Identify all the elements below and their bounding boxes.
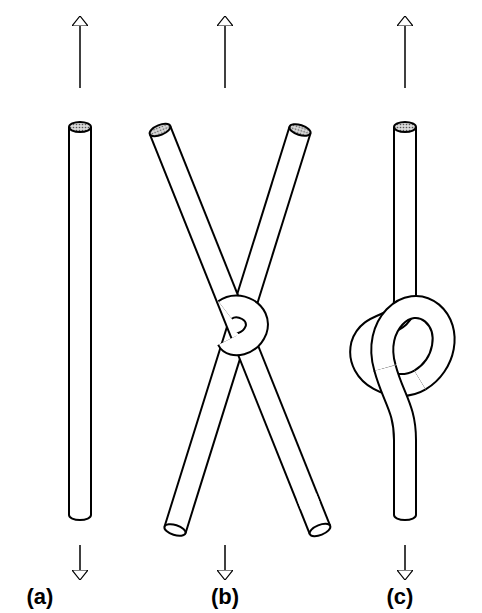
straight-rope — [69, 122, 91, 520]
panel-label: (c) — [387, 585, 414, 609]
panel-label: (b) — [211, 585, 239, 609]
panel-label: (a) — [27, 585, 54, 609]
tension-arrow — [80, 16, 405, 580]
crossed-ropes — [148, 121, 332, 538]
knotted-rope — [361, 122, 443, 520]
